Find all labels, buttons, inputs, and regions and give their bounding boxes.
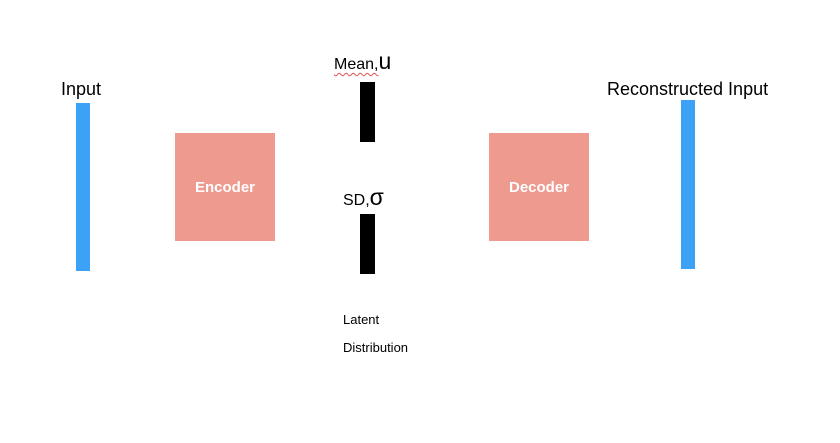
input-label: Input — [61, 79, 102, 99]
mean-label: Mean,u — [334, 50, 391, 73]
sigma-symbol: σ — [369, 184, 384, 210]
decoder-box: Decoder — [489, 133, 589, 241]
encoder-label: Encoder — [194, 178, 255, 196]
reconstructed-vector — [681, 100, 695, 269]
mean-text: Mean, — [334, 56, 379, 73]
latent-label-line2: Distribution — [343, 340, 409, 355]
input-vector — [76, 103, 90, 271]
reconstructed-input-label: Reconstructed Input — [607, 79, 769, 99]
sd-label: SD,σ — [343, 186, 384, 209]
sd-vector — [360, 214, 375, 274]
mean-vector — [360, 82, 375, 142]
latent-label-line1: Latent — [343, 312, 380, 327]
decoder-label: Decoder — [508, 178, 570, 196]
mu-symbol: u — [378, 48, 392, 74]
sd-text: SD, — [343, 192, 370, 209]
encoder-box: Encoder — [175, 133, 275, 241]
